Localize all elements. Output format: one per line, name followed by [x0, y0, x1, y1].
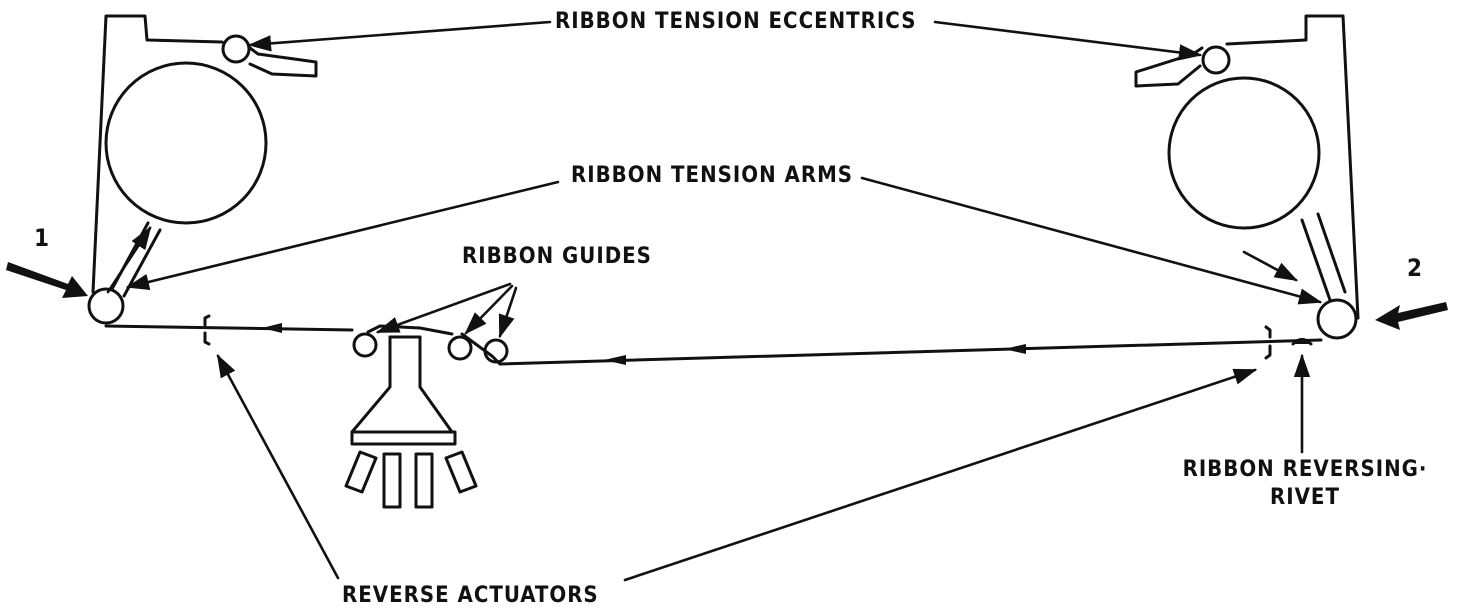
- right-tension-arm-roller: [1316, 298, 1358, 340]
- ribbon-path: [104, 324, 1323, 366]
- marker-2: 2: [1407, 254, 1424, 282]
- left-spool-frame: [91, 14, 318, 294]
- reverse-actuator-left: [203, 314, 211, 346]
- label-ribbon-tension-arms: RIBBON TENSION ARMS: [571, 163, 854, 188]
- label-ribbon-reversing-rivet-line2: RIVET: [1270, 485, 1340, 510]
- left-tension-eccentric: [221, 34, 251, 64]
- label-ribbon-reversing-rivet-line1: RIBBON REVERSING·: [1182, 457, 1428, 482]
- ribbon-reversing-rivet: [1291, 338, 1313, 346]
- left-tension-arm-roller: [87, 287, 125, 325]
- print-head: [344, 335, 478, 509]
- pointer-arrow-2: [1375, 302, 1448, 330]
- right-tension-arm: [1300, 212, 1347, 302]
- leader-lines: [106, 20, 1323, 582]
- right-tension-eccentric: [1201, 45, 1231, 75]
- right-ribbon-spool: [1167, 76, 1321, 230]
- label-reverse-actuators: REVERSE ACTUATORS: [342, 583, 599, 608]
- ribbon-guide-middle: [447, 335, 473, 361]
- pointer-arrow-1: [6, 262, 88, 298]
- ribbon-guide-right: [483, 338, 509, 364]
- label-ribbon-tension-eccentrics: RIBBON TENSION ECCENTRICS: [555, 9, 917, 34]
- label-ribbon-guides: RIBBON GUIDES: [462, 244, 652, 269]
- left-ribbon-spool: [104, 61, 268, 225]
- ribbon-direction-arrows: [262, 323, 1026, 365]
- reverse-actuator-right: [1264, 325, 1272, 360]
- marker-1: 1: [34, 224, 51, 252]
- ribbon-guide-left: [352, 332, 378, 358]
